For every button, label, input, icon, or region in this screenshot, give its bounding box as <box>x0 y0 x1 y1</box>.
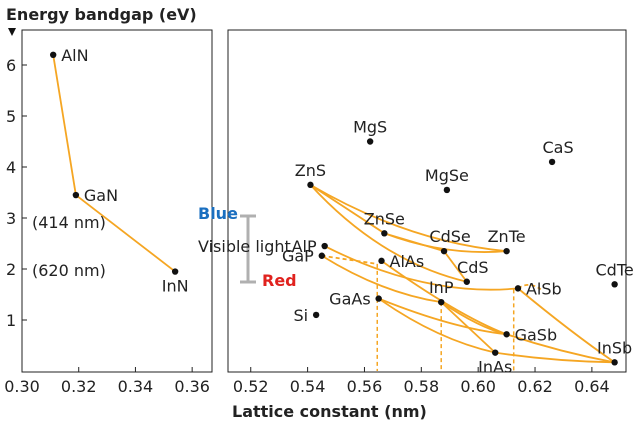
x-tick-label: 0.58 <box>404 377 440 396</box>
label-mgse: MgSe <box>425 166 469 185</box>
label-insb: InSb <box>597 338 632 357</box>
point-insb <box>611 359 618 366</box>
curve-zns-cds <box>309 184 468 283</box>
plot-frames <box>21 29 627 373</box>
point-cas <box>548 158 556 166</box>
y-tick-label: 2 <box>6 260 16 279</box>
point-gasb <box>503 331 510 338</box>
label-aln: AlN <box>61 46 88 65</box>
curve-inas-insb <box>495 351 615 364</box>
right-panel-frame <box>227 29 627 373</box>
x-tick-label: 0.32 <box>61 377 97 396</box>
x-tick-label: 0.62 <box>517 377 553 396</box>
y-tick-label: 1 <box>6 311 16 330</box>
point-inn <box>171 268 179 275</box>
x-tick-label: 0.52 <box>233 377 269 396</box>
point-mgse <box>443 186 451 194</box>
curve-gap-inp <box>321 254 442 304</box>
label-gap: GaP <box>282 247 314 266</box>
point-cdte <box>611 281 618 288</box>
curve-alsb-insb <box>517 287 616 364</box>
label-cdte: CdTe <box>596 260 634 279</box>
point-si <box>312 311 320 319</box>
label-gan: GaN <box>84 186 118 205</box>
curve-zns-znse <box>309 184 385 235</box>
curve-alas-gasb <box>380 260 507 336</box>
x-tick-label: 0.60 <box>460 377 496 396</box>
y-axis-title: Energy bandgap (eV) <box>6 5 197 24</box>
point-alsb <box>514 285 522 292</box>
point-mgs <box>366 138 374 145</box>
y-tick-label: 4 <box>6 158 16 177</box>
label-znte: ZnTe <box>488 227 526 246</box>
curve-zns-znte <box>309 184 507 253</box>
y-tick-label: 6 <box>6 56 16 75</box>
point-gaas <box>375 295 382 302</box>
x-tick-label: 0.64 <box>574 377 610 396</box>
label-cds: CdS <box>457 258 488 277</box>
y-tick-label: 5 <box>6 107 16 126</box>
tick-labels: 1 2 3 4 5 6 0.30 0.32 0.34 0.36 0.52 0.54 0.56 0.58 0.… <box>4 56 610 396</box>
label-cdse: CdSe <box>429 227 470 246</box>
curve-gan-inn <box>75 194 176 273</box>
label-alsb: AlSb <box>526 279 562 298</box>
point-aln <box>49 51 57 58</box>
point-gap <box>318 252 326 259</box>
point-znse <box>381 230 388 237</box>
point-alp <box>321 242 328 250</box>
y-tick-label: 3 <box>6 209 16 228</box>
x-tick-label: 0.34 <box>118 377 154 396</box>
curve-alp-alsb <box>324 245 519 291</box>
point-znte <box>503 247 510 255</box>
label-znse: ZnSe <box>364 209 405 228</box>
label-zns: ZnS <box>295 161 326 180</box>
red-label: Red <box>262 271 297 290</box>
label-gaas: GaAs <box>329 290 370 309</box>
left-panel-frame <box>21 29 213 373</box>
point-alas <box>378 257 385 265</box>
wavelength-620: (620 nm) <box>32 261 106 280</box>
curve-znse-cdse <box>384 232 445 253</box>
curve-gap-dashed <box>321 254 378 265</box>
point-gan <box>72 191 80 199</box>
label-mgs: MgS <box>353 118 387 137</box>
label-si: Si <box>294 306 309 325</box>
label-alp: AlP <box>292 237 317 256</box>
visible-light-label: Visible light <box>198 237 291 256</box>
point-zns <box>307 181 314 189</box>
alloy-curves <box>52 54 616 371</box>
label-inn: InN <box>162 277 189 296</box>
label-inas: InAs <box>478 358 512 377</box>
label-gasb: GaSb <box>515 325 558 344</box>
point-cds <box>463 278 470 285</box>
label-alas: AlAs <box>390 252 425 271</box>
label-cas: CaS <box>543 138 574 157</box>
wavelength-414: (414 nm) <box>32 213 106 232</box>
x-tick-label: 0.56 <box>347 377 383 396</box>
curve-gasb-insb <box>506 333 615 364</box>
point-inas <box>492 349 499 356</box>
point-inp <box>438 298 445 306</box>
curve-aln-gan <box>52 54 77 196</box>
y-axis-arrow-icon <box>8 28 16 36</box>
curve-gaas-inas <box>378 297 496 354</box>
curve-gaas-gasb <box>378 297 507 336</box>
blue-label: Blue <box>198 204 238 223</box>
visible-light-bracket <box>240 214 256 284</box>
x-axis-title: Lattice constant (nm) <box>232 402 427 421</box>
x-tick-label: 0.54 <box>290 377 326 396</box>
x-tick-label: 0.30 <box>4 377 40 396</box>
point-cdse <box>440 247 448 255</box>
x-tick-label: 0.36 <box>174 377 210 396</box>
label-inp: InP <box>429 278 454 297</box>
curve-inp-inas <box>440 301 496 354</box>
